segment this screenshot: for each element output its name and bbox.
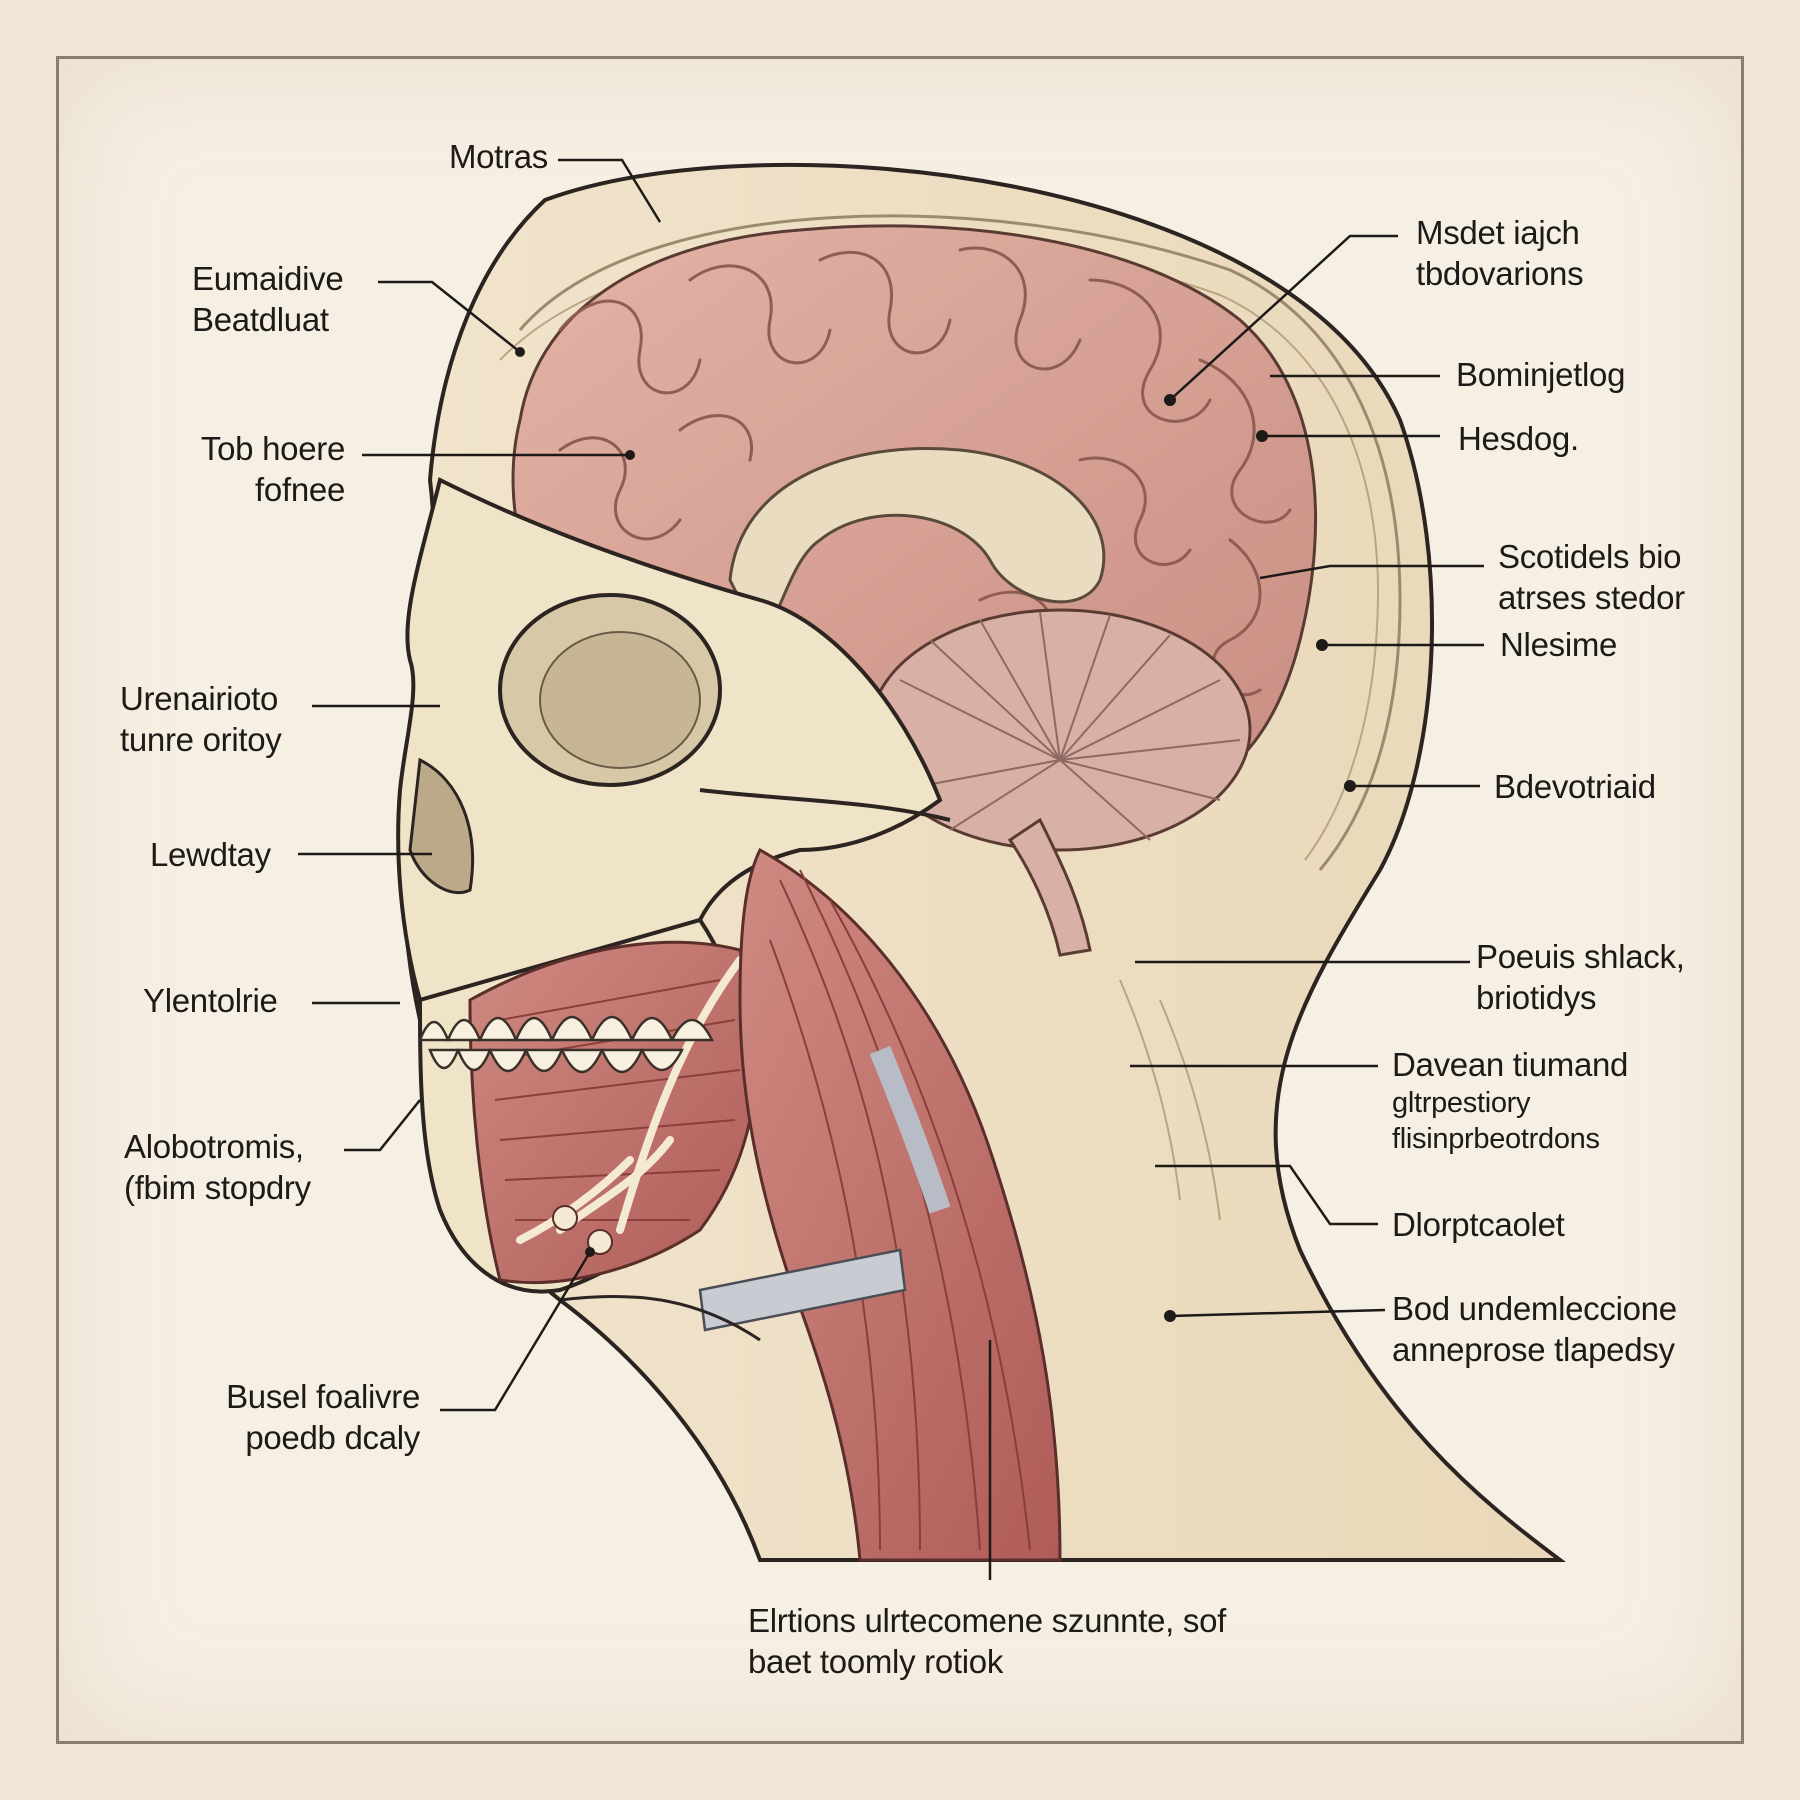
label-right-6: Bdevotriaid: [1494, 768, 1656, 805]
label-right-10: Bod undemleccione anneprose tlapedsy: [1392, 1290, 1677, 1368]
scalp-layer: [518, 214, 1402, 871]
label-right-8: Davean tiumand gltrpestiory flisinprbeot…: [1392, 1046, 1629, 1155]
leader-dots: [515, 347, 1356, 1322]
label-right-1: Msdet iajch tbdovarions: [1416, 214, 1584, 292]
label-left-4: Lewdtay: [150, 836, 271, 873]
corpus-callosum: [728, 447, 1106, 643]
sternocleidomastoid-muscle: [738, 847, 1062, 1562]
nasal-cavity: [408, 757, 475, 895]
label-left-5: Ylentolrie: [143, 982, 278, 1019]
teeth: [418, 1016, 715, 1073]
label-left-2: Tob hoere fofnee: [200, 430, 345, 508]
label-left-6: Alobotromis, (fbim stopdry: [124, 1128, 311, 1206]
brain-stem: [1007, 817, 1092, 957]
label-left-3: Urenairioto tunre oritoy: [120, 680, 282, 758]
cerebellum: [868, 608, 1252, 852]
label-left-7: Busel foalivre poedb dcaly: [226, 1378, 420, 1456]
label-right-3: Hesdog.: [1458, 420, 1579, 457]
label-right-4: Scotidels bio atrses stedor: [1498, 538, 1685, 616]
label-right-7: Poeuis shlack, briotidys: [1476, 938, 1685, 1016]
label-bottom: Elrtions ulrtecomene szunnte, sof baet t…: [748, 1602, 1227, 1680]
label-right-5: Nlesime: [1500, 626, 1618, 663]
throat-line: [559, 1294, 761, 1342]
label-left-1: Eumaidive Beatdluat: [192, 260, 344, 338]
neck-skin-lines: [1119, 979, 1221, 1221]
zygomatic-arch: [699, 788, 951, 822]
label-right-9: Dlorptcaolet: [1392, 1206, 1565, 1243]
label-top-scalp: Motras: [448, 138, 548, 175]
leader-lines: [298, 158, 1484, 1580]
label-right-2: Bominjetlog: [1456, 356, 1626, 393]
neck-vessels: [698, 1045, 951, 1332]
